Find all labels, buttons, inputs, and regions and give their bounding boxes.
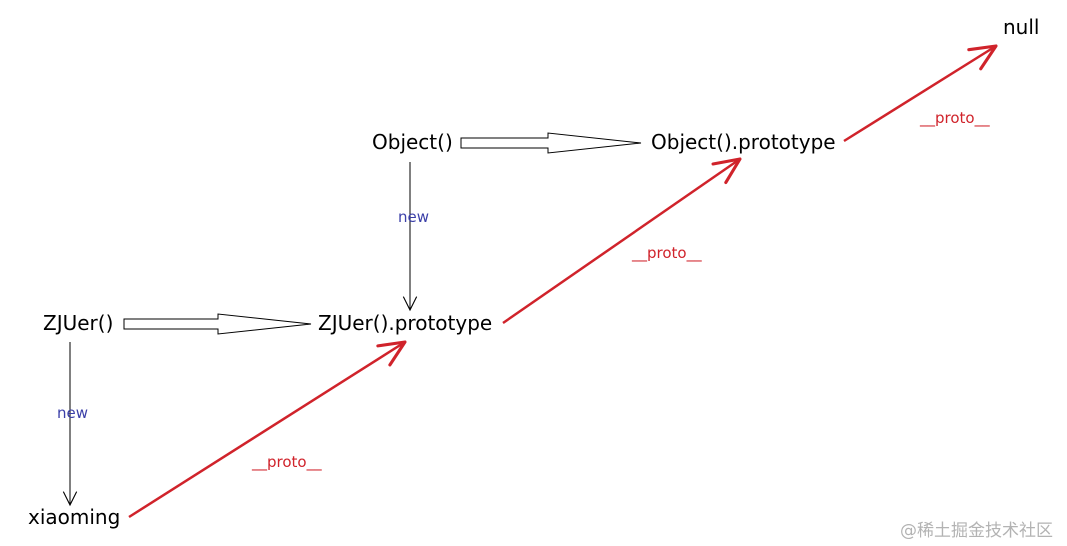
xiaoming-node: xiaoming <box>28 505 120 529</box>
zjuer-new-label: new <box>57 404 88 422</box>
zjuer-to-prototype-arrow <box>123 313 312 335</box>
zjuer-constructor-node: ZJUer() <box>43 311 113 335</box>
xiaoming-proto-label: __proto__ <box>251 453 322 472</box>
object-to-prototype-arrow <box>460 132 642 154</box>
object-prototype-node: Object().prototype <box>651 130 836 154</box>
object-new-label: new <box>398 208 429 226</box>
object-proto-null-arrow <box>843 44 998 143</box>
zjuer-proto-proto-arrow <box>502 157 742 325</box>
xiaoming-proto-arrow <box>128 340 407 519</box>
object-constructor-node: Object() <box>372 130 453 154</box>
zjuer-prototype-node: ZJUer().prototype <box>318 311 492 335</box>
object-proto-label: __proto__ <box>919 109 990 128</box>
zjuer-proto-label: __proto__ <box>631 244 702 263</box>
null-node: null <box>1003 15 1039 39</box>
watermark-text: @稀土掘金技术社区 <box>900 521 1053 541</box>
